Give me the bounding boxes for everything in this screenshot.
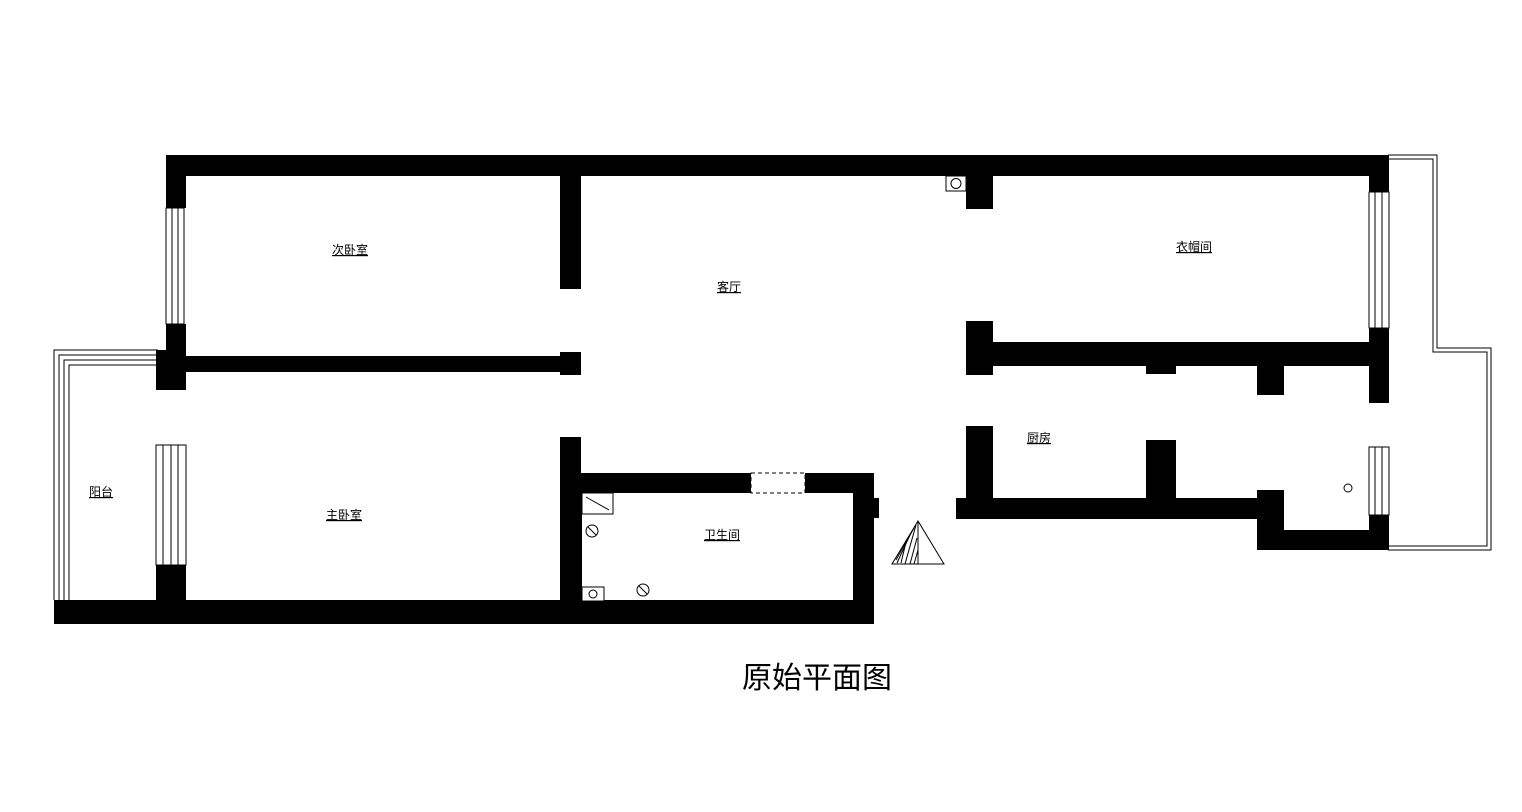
bathroom-label: 卫生间 bbox=[704, 528, 740, 542]
gas-pipe-icon bbox=[945, 175, 967, 192]
kitchen-window bbox=[1368, 446, 1390, 516]
walk-in-closet-label: 衣帽间 bbox=[1176, 239, 1212, 254]
left-balcony-railing bbox=[53, 349, 158, 600]
toilet-icon bbox=[581, 586, 605, 602]
closet-window bbox=[1368, 191, 1390, 329]
living-room-label: 客厅 bbox=[717, 279, 741, 294]
floor-drain-icon bbox=[585, 483, 1353, 597]
secondary-bedroom-window bbox=[165, 207, 185, 325]
shower-icon bbox=[581, 492, 614, 515]
balcony-label: 阳台 bbox=[89, 484, 113, 499]
north-arrow-icon bbox=[891, 520, 945, 565]
right-balcony-railing bbox=[1388, 154, 1492, 551]
bathroom-door-opening bbox=[750, 472, 806, 494]
walls bbox=[54, 155, 1389, 624]
master-bedroom-label: 主卧室 bbox=[326, 507, 362, 522]
kitchen-label: 厨房 bbox=[1027, 430, 1051, 445]
secondary-bedroom-label: 次卧室 bbox=[332, 242, 368, 257]
plan-title: 原始平面图 bbox=[742, 661, 892, 696]
master-bedroom-window bbox=[155, 444, 187, 566]
